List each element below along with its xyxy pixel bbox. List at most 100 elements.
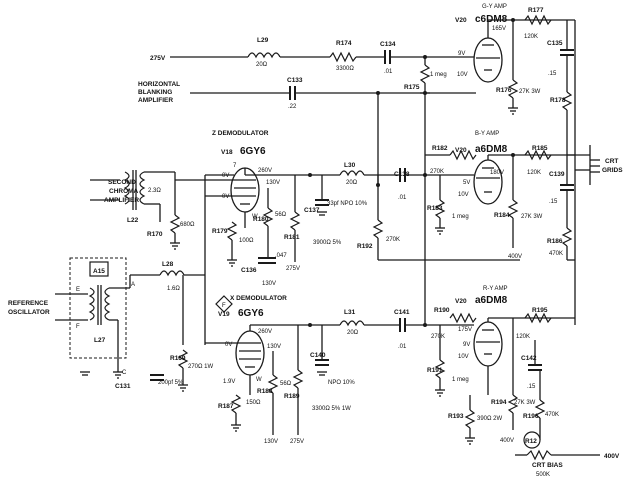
crt-bias-line2: 500K	[536, 472, 550, 478]
C139-label: C139	[549, 171, 565, 178]
output-400v: 400V	[604, 453, 620, 460]
by-type: a6DM8	[475, 144, 508, 155]
resistor-R169	[177, 349, 189, 369]
coil-L28	[159, 270, 185, 277]
C135-value: .15	[548, 71, 557, 77]
C140-label: C140	[310, 352, 326, 359]
ref-diamond-F	[215, 295, 233, 313]
gy-title: G-Y AMP	[482, 4, 507, 10]
L28-label: L28	[162, 261, 174, 268]
z-screen-v: 130V	[266, 180, 280, 186]
node-425-ry	[423, 323, 427, 327]
R185-value: 120K	[527, 170, 541, 176]
gy-grid-v: 9V	[458, 51, 465, 57]
R194-value: 27K 3W	[514, 400, 536, 406]
L31-value: 20Ω	[347, 330, 359, 336]
L30-value: 20Ω	[346, 180, 358, 186]
gy-cath-v: 10V	[457, 72, 468, 78]
C134-label: C134	[380, 41, 396, 48]
hblank-line2: BLANKING	[138, 89, 172, 96]
x-w: W	[256, 377, 262, 383]
R196-value: 470K	[545, 412, 559, 418]
sc-line3: AMPLIFIER	[104, 197, 139, 204]
z-pin7: 7	[233, 163, 237, 169]
x-ref: V19	[218, 311, 230, 318]
resistor-R191	[434, 359, 446, 379]
R189-value: 3300Ω 5% 1W	[312, 406, 351, 412]
R187-value: 150Ω	[246, 400, 261, 406]
R191-label: R191	[427, 367, 443, 374]
resistor-R182	[449, 149, 477, 161]
L22-value: 2.3Ω	[148, 188, 161, 194]
hblank-line1: HORIZONTAL	[138, 81, 180, 88]
resistor-R183	[434, 199, 446, 219]
C137-value: 33pf NPO 10%	[327, 201, 368, 207]
sc-line1: SECOND	[108, 179, 136, 186]
resistor-R175	[419, 64, 431, 84]
crt-grids-line1: CRT	[605, 158, 618, 165]
b400-by: 400V	[508, 254, 522, 260]
L28-value: 1.6Ω	[167, 286, 180, 292]
resistor-R187	[230, 394, 242, 414]
R184-label: R184	[494, 212, 510, 219]
C135-label: C135	[547, 40, 563, 47]
R12-label: R12	[525, 438, 537, 445]
ground-symbols	[80, 92, 518, 445]
C136-label: C136	[241, 267, 257, 274]
C141-value: .01	[398, 344, 407, 350]
resistor-R190	[449, 312, 477, 324]
R174-label: R174	[336, 40, 352, 47]
resistor-R174	[329, 51, 357, 63]
R195-value: 120K	[516, 334, 530, 340]
z-plate-v: 260V	[258, 168, 272, 174]
z-g3-v: 0V	[222, 194, 229, 200]
R178-label: R178	[550, 97, 566, 104]
R188-label: R188	[257, 388, 273, 395]
resistor-R192	[372, 219, 384, 239]
L29-value: 20Ω	[256, 62, 268, 68]
sc-line2: CHROMA	[109, 188, 139, 195]
R191-value: 1 meg	[452, 377, 469, 383]
L22-label: L22	[127, 217, 139, 224]
by-title: B-Y AMP	[475, 131, 499, 137]
resistor-R184	[507, 199, 519, 219]
gy-ref: V20	[455, 17, 467, 24]
R169-value: 270Ω 1W	[188, 364, 214, 370]
R188-value: 56Ω	[280, 381, 292, 387]
R181-value: 3900Ω 5%	[313, 240, 342, 246]
R176-value: 27K 3W	[519, 89, 541, 95]
C137-label: C137	[304, 207, 320, 214]
z-ref: V18	[221, 149, 233, 156]
resistor-R179	[226, 221, 238, 241]
by-cath-v: 10V	[458, 192, 469, 198]
A15-label: A15	[93, 268, 105, 275]
C136-value: .047	[275, 253, 287, 259]
ref-line2: OSCILLATOR	[8, 309, 50, 316]
resistor-R193	[464, 409, 476, 429]
C131-value: 200pf 5%	[158, 380, 184, 386]
R190-value: 270K	[431, 334, 445, 340]
R182-value: 270K	[430, 169, 444, 175]
b275-z: 275V	[286, 266, 300, 272]
input-275v-label: 275V	[150, 55, 166, 62]
coil-sc-primary	[123, 171, 130, 205]
R177-label: R177	[528, 7, 544, 14]
C142-value: .15	[527, 384, 536, 390]
L27-label: L27	[94, 337, 106, 344]
z-w: W	[252, 214, 258, 220]
L31-label: L31	[344, 309, 356, 316]
x-screen-v: 130V	[267, 344, 281, 350]
resistor-R195	[524, 312, 552, 324]
C133-value: .22	[288, 104, 297, 110]
b130-z: 130V	[262, 281, 276, 287]
R169-label: R169	[170, 355, 186, 362]
R179-label: R179	[212, 228, 228, 235]
R196-label: R196	[523, 413, 539, 420]
resistor-R188	[267, 374, 279, 394]
node-425-by	[423, 173, 427, 177]
z-type: 6GY6	[240, 146, 266, 157]
z-title: Z DEMODULATOR	[212, 130, 269, 137]
x-plate-v: 260V	[258, 329, 272, 335]
A15-tag	[89, 261, 109, 277]
ry-ref: V20	[455, 298, 467, 305]
